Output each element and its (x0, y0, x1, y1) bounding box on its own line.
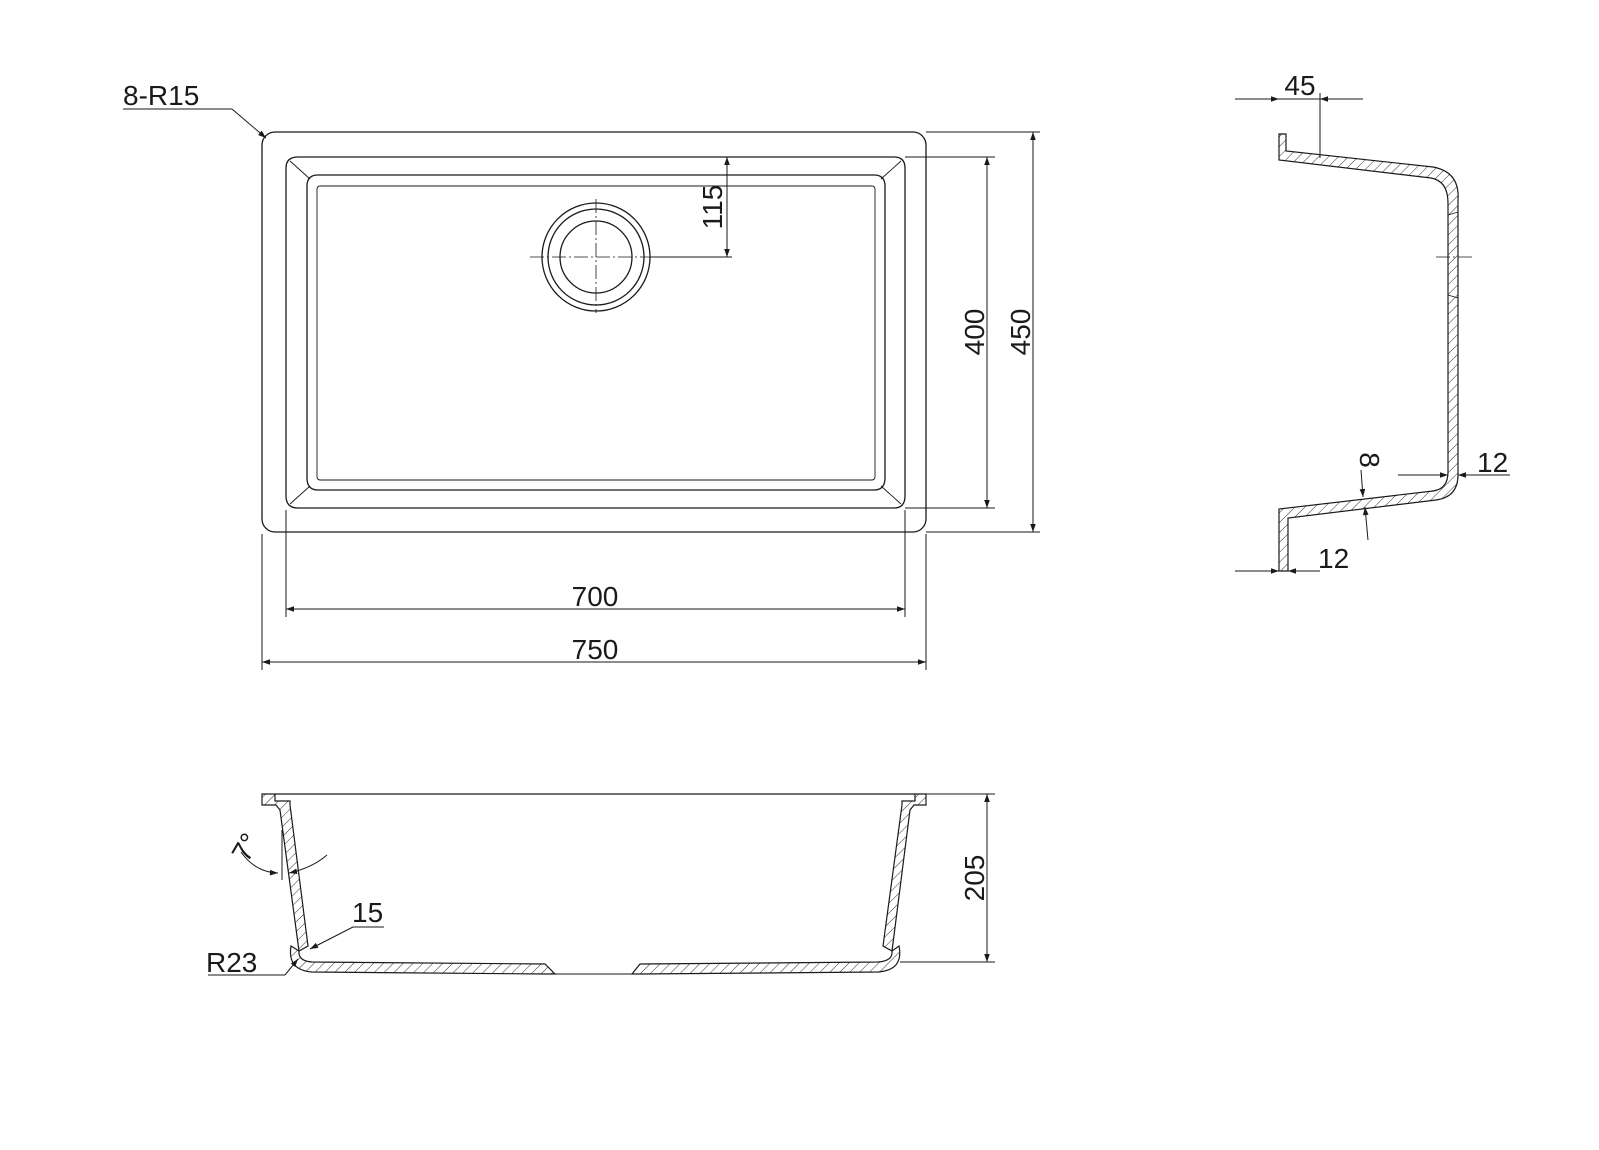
draft-angle-label: 7° (226, 828, 266, 867)
front-right-wall-section (882, 793, 927, 952)
front-bottom-right-section (630, 944, 901, 975)
top-view (261, 131, 927, 533)
inner-width-label: 700 (572, 581, 619, 612)
drain-hole (530, 199, 662, 313)
side-view-dimensions: 45 12 8 12 (1235, 70, 1510, 574)
side-wall-thickness-label: 12 (1477, 447, 1508, 478)
inner-depth-label: 400 (959, 309, 990, 356)
bowl-bottom-inset (316, 185, 876, 481)
outer-rim (261, 131, 927, 533)
front-view-dimensions: 205 7° 15 R23 (206, 793, 995, 978)
bottom-thickness-label: 8 (1354, 452, 1385, 468)
bowl-bottom-edge (306, 174, 886, 491)
bottom-radius-label: R23 (206, 947, 257, 978)
front-view (261, 793, 927, 975)
side-wall-section (1278, 133, 1459, 572)
bowl-inner-edge (285, 156, 906, 509)
flange-width-label: 45 (1284, 70, 1315, 101)
bottom-wall-radius-label: 15 (352, 897, 383, 928)
corner-radius-label: 8-R15 (123, 80, 199, 111)
side-view (1278, 133, 1474, 572)
front-left-wall-section (261, 793, 309, 952)
flange-wall-thickness-label: 12 (1318, 543, 1349, 574)
outer-depth-label: 450 (1005, 309, 1036, 356)
height-label: 205 (959, 855, 990, 902)
top-view-dimensions: 8-R15 115 400 450 700 750 (123, 80, 1040, 670)
outer-width-label: 750 (572, 634, 619, 665)
front-bottom-left-section (289, 945, 557, 975)
drain-offset-label: 115 (697, 185, 728, 230)
